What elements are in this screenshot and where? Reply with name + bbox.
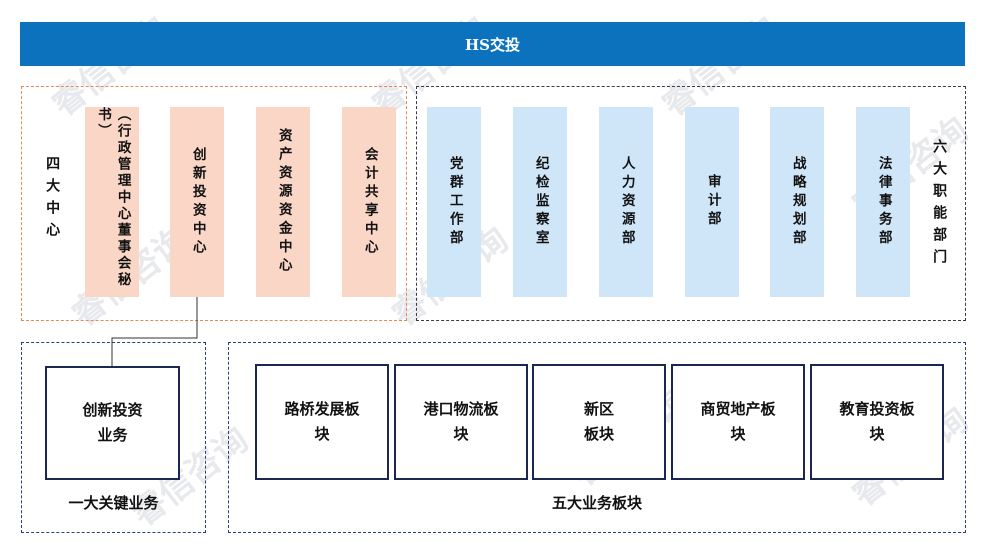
center-box-admin: （行政管理中心董事会秘书） [85, 107, 139, 297]
innovation-business-box: 创新投资业务 [45, 366, 180, 480]
title-bar: HS交投 [20, 22, 965, 66]
dept-box-strategy: 战略规划部 [770, 107, 824, 297]
key-business-group [21, 342, 206, 533]
six-departments-label: 六大职能部门 [931, 139, 948, 271]
six-departments-group [416, 86, 966, 321]
title-text: HS交投 [464, 35, 520, 54]
four-centers-group [21, 86, 407, 321]
segment-box-port-logistics: 港口物流板块 [394, 364, 528, 480]
five-segments-group [228, 342, 966, 533]
five-segments-caption: 五大业务板块 [551, 494, 642, 512]
four-centers-label: 四大中心 [44, 156, 61, 244]
center-box-assets: 资产资源资金中心 [256, 107, 310, 297]
segment-box-road-bridge: 路桥发展板块 [255, 364, 389, 480]
dept-box-audit: 审计部 [685, 107, 739, 297]
key-business-caption: 一大关键业务 [68, 494, 159, 512]
segment-box-trade-realestate: 商贸地产板块 [671, 364, 805, 480]
dept-box-party: 党群工作部 [427, 107, 481, 297]
segment-box-new-district: 新区板块 [532, 364, 666, 480]
dept-box-hr: 人力资源部 [599, 107, 653, 297]
center-box-accounting: 会计共享中心 [342, 107, 396, 297]
segment-box-education: 教育投资板块 [810, 364, 944, 480]
center-box-innovation: 创新投资中心 [170, 107, 224, 297]
dept-box-discipline: 纪检监察室 [513, 107, 567, 297]
dept-box-legal: 法律事务部 [856, 107, 910, 297]
